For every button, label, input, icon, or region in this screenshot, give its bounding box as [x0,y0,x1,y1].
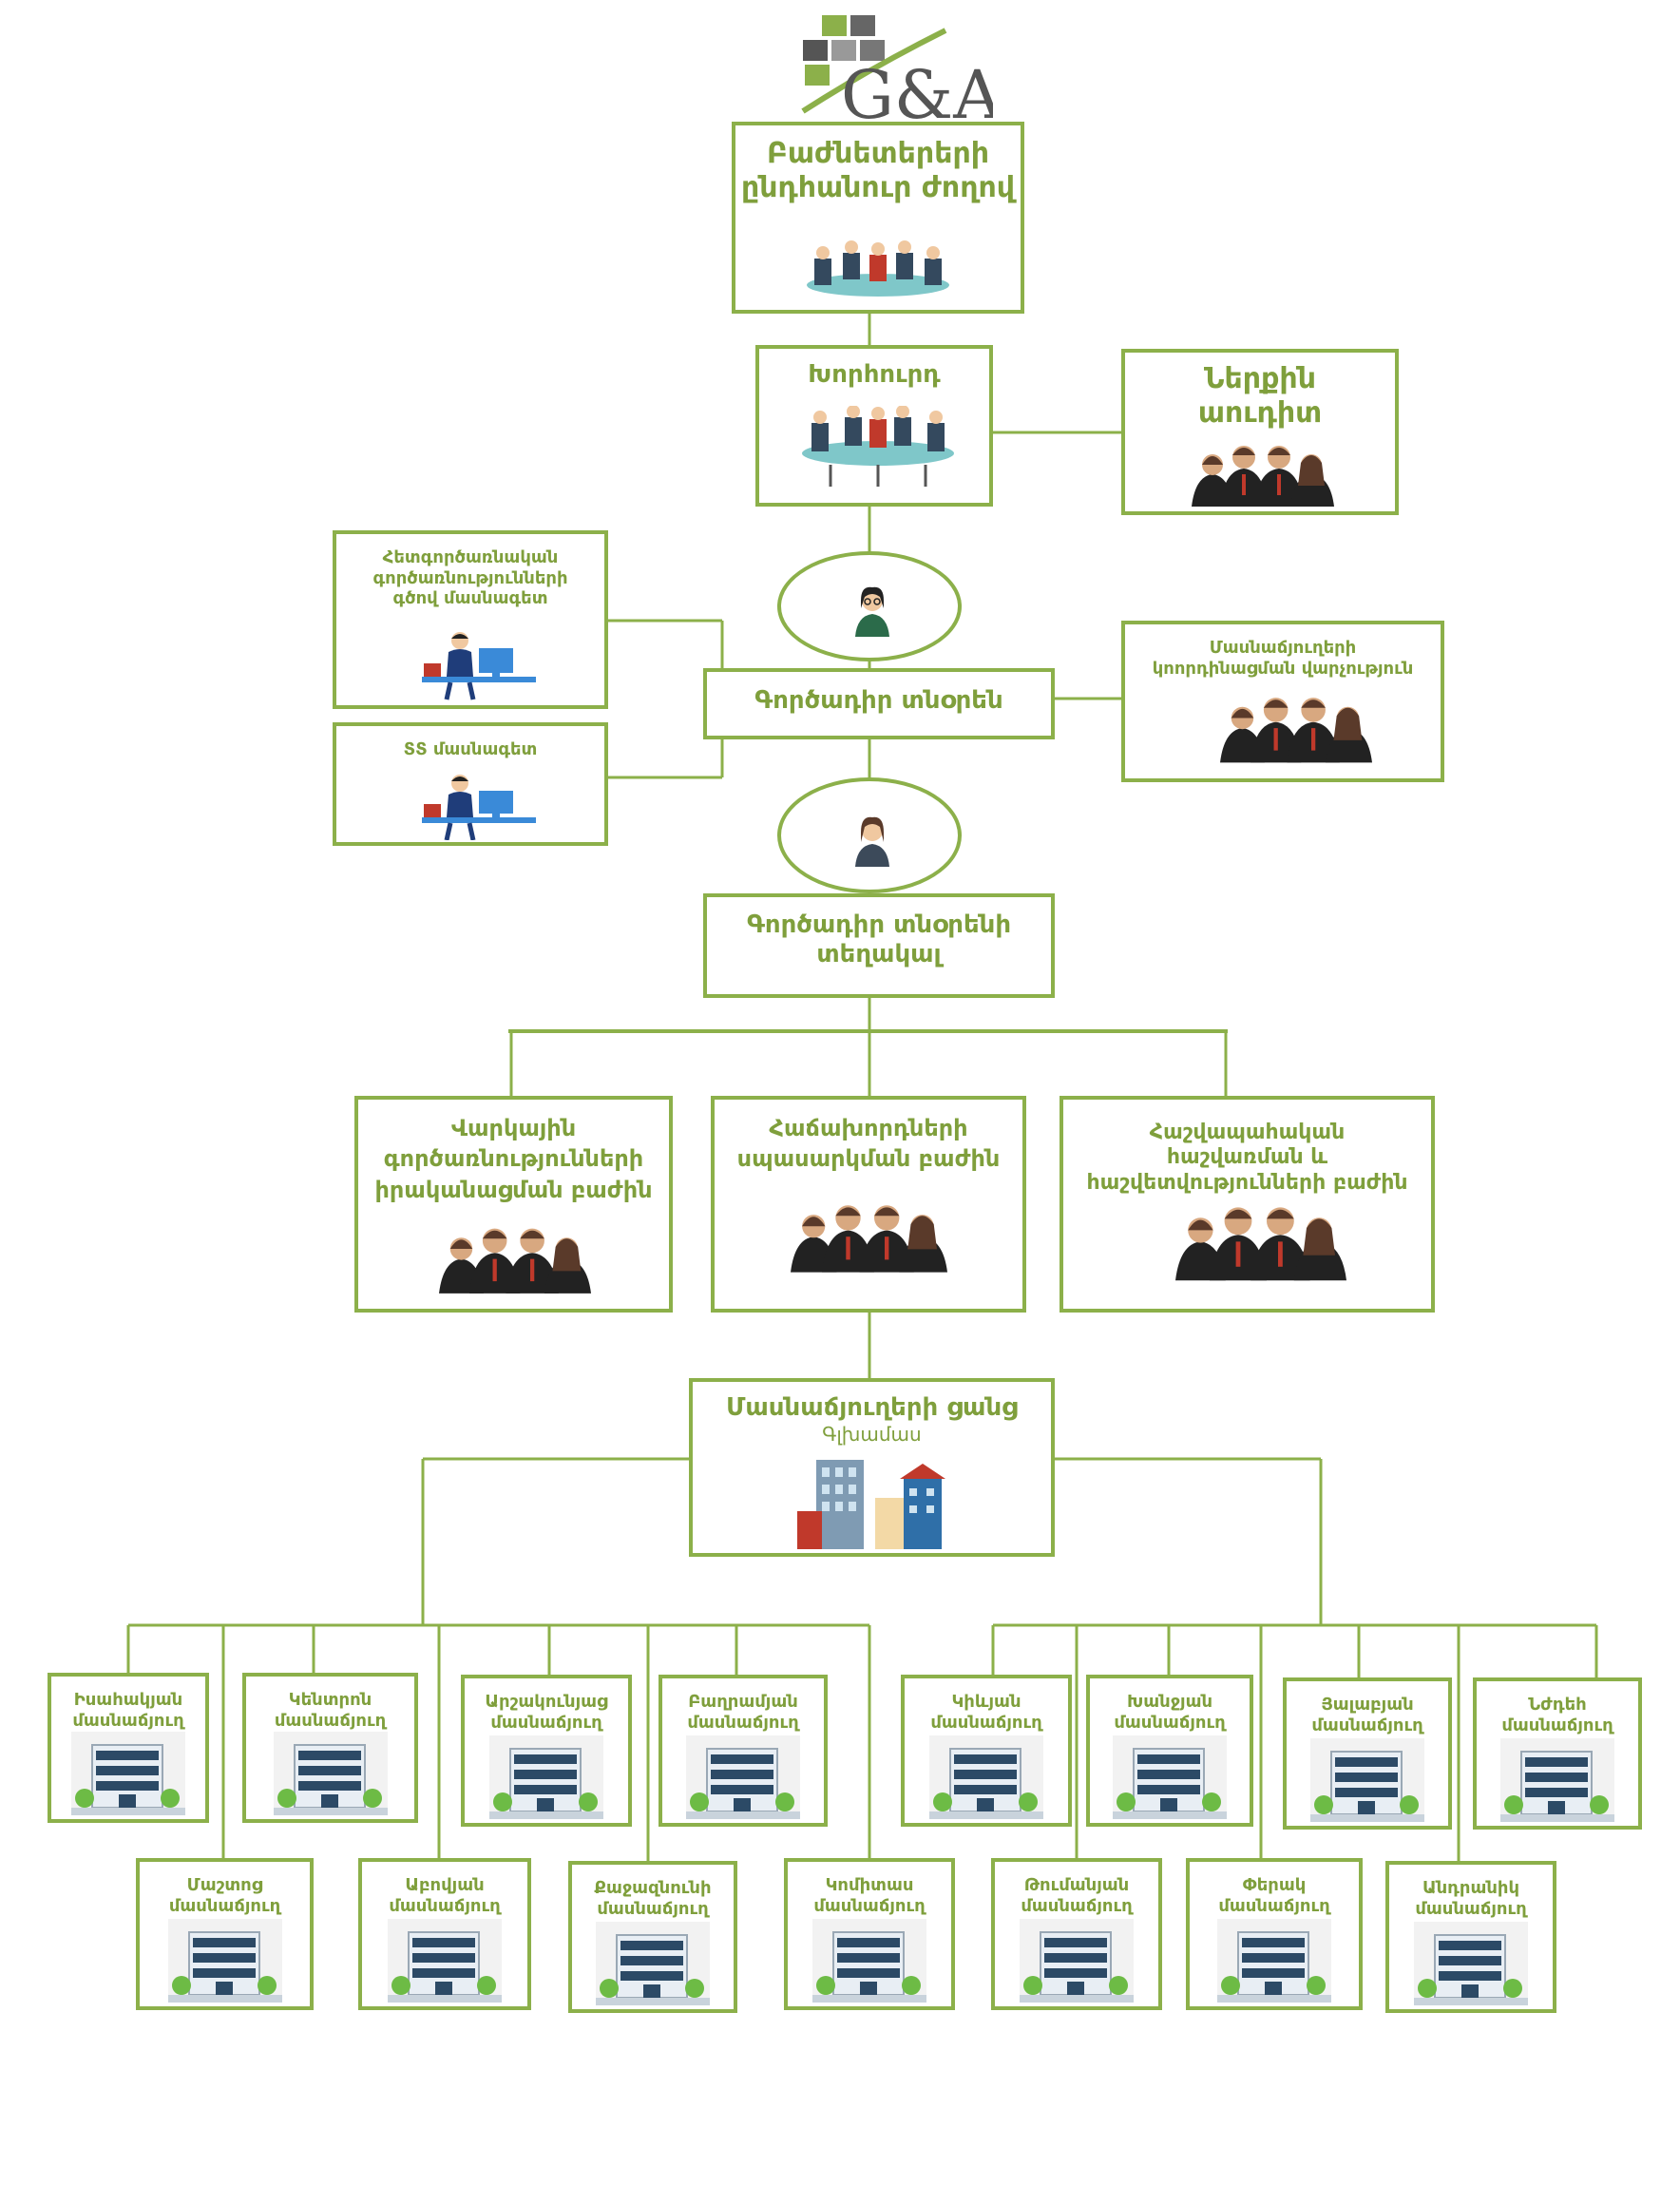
branch-network-subtitle: Գլխամաս [822,1423,922,1447]
postops-specialist-title: Հետգործառնական գործառնությունների գծով մ… [372,547,568,609]
branch-name: Յալաբյան մասնաճյուղ [1311,1695,1423,1735]
coordination-team-icon [1220,698,1372,763]
branch-name: Կոմիտաս մասնաճյուղ [813,1875,926,1916]
people-group-icon [1192,446,1334,507]
branch-building-icon [1414,1922,1528,2005]
branch-building-icon [812,1919,926,2003]
office-worker-icon [422,632,536,700]
row1-branch-box: Կիևյան մասնաճյուղ [901,1675,1072,1827]
customers-department-box: Հաճախորդների սպասարկման բաժին [711,1096,1026,1313]
row1-branch-box: Նժդեհ մասնաճյուղ [1473,1677,1642,1830]
row2-branch-box: Թումանյան մասնաճյուղ [991,1858,1162,2010]
loans-team-icon [439,1228,591,1294]
branch-building-icon [167,1919,282,2003]
board-meeting-icon [802,406,954,487]
branch-building-icon [388,1919,502,2003]
customers-department-title: Հաճախորդների սպասարկման բաժին [736,1115,1001,1173]
internal-audit-title: Ներքին աուդիտ [1197,362,1323,430]
postops-specialist-box: Հետգործառնական գործառնությունների գծով մ… [333,530,608,709]
branch-building-icon [1500,1738,1614,1822]
accounting-department-box: Հաշվապահական հաշվառման և հաշվետվությունն… [1060,1096,1435,1313]
row1-branch-box: Կենտրոն մասնաճյուղ [242,1673,418,1823]
branch-name: Խանջյան մասնաճյուղ [1114,1692,1226,1733]
svg-text:G&A: G&A [841,56,993,125]
female-deputy-icon [855,816,889,867]
branch-name: Արշակունյաց մասնաճյուղ [485,1692,608,1733]
loans-department-title: Վարկային գործառնությունների իրականացման … [374,1115,653,1203]
deputy-ceo-box: Գործադիր տնօրենի տեղակալ [703,893,1055,998]
row1-branch-box: Իսահակյան մասնաճյուղ [48,1673,209,1823]
row1-branch-box: Արշակունյաց մասնաճյուղ [461,1675,632,1827]
ceo-avatar-oval [777,551,962,661]
general-meeting-box: Բաժնետերերի ընդհանուր ժողով [732,122,1024,314]
it-specialist-box: ՏՏ մասնագետ [333,722,608,846]
row2-branch-box: Մաշտոց մասնաճյուղ [136,1858,314,2010]
branch-building-icon [1113,1735,1227,1819]
branch-name: Մաշտոց մասնաճյուղ [168,1875,281,1916]
branch-network-box: Մասնաճյուղերի ցանց Գլխամաս [689,1378,1055,1557]
branch-coordination-title: Մասնաճյուղերի կոորդինացման վարչություն [1152,638,1414,679]
branch-building-icon [929,1735,1043,1819]
company-logo: G&A [784,11,1002,134]
female-manager-icon [855,586,889,637]
branch-name: Իսահակյան մասնաճյուղ [72,1690,184,1731]
ceo-title: Գործադիր տնօրեն [754,686,1003,715]
city-buildings-icon [797,1460,945,1549]
general-meeting-title: Բաժնետերերի ընդհանուր ժողով [740,137,1016,204]
branch-name: Անդրանիկ մասնաճյուղ [1415,1878,1527,1919]
branch-building-icon [273,1732,388,1815]
branch-name: Աբովյան մասնաճյուղ [389,1875,501,1916]
branch-name: Փերակ մասնաճյուղ [1218,1875,1330,1916]
row2-branch-box: Քաջազնունի մասնաճյուղ [568,1861,737,2013]
branch-name: Բաղրամյան մասնաճյուղ [687,1692,799,1733]
row1-branch-box: Բաղրամյան մասնաճյուղ [659,1675,828,1827]
branch-building-icon [1020,1919,1134,2003]
accounting-department-title: Հաշվապահական հաշվառման և հաշվետվությունն… [1086,1121,1408,1195]
customers-team-icon [791,1205,947,1273]
row2-branch-box: Աբովյան մասնաճյուղ [358,1858,531,2010]
ceo-box: Գործադիր տնօրեն [703,668,1055,739]
row2-branch-box: Փերակ մասնաճյուղ [1186,1858,1363,2010]
branch-building-icon [1217,1919,1331,2003]
branch-name: Թումանյան մասնաճյուղ [1021,1875,1133,1916]
row1-branch-box: Խանջյան մասնաճյուղ [1086,1675,1253,1827]
branch-building-icon [489,1735,603,1819]
loans-department-box: Վարկային գործառնությունների իրականացման … [354,1096,673,1313]
branch-building-icon [596,1922,710,2005]
council-box: Խորհուրդ [755,345,993,507]
it-specialist-title: ՏՏ մասնագետ [403,739,538,759]
internal-audit-box: Ներքին աուդիտ [1121,349,1399,515]
branch-coordination-box: Մասնաճյուղերի կոորդինացման վարչություն [1121,621,1444,782]
accounting-team-icon [1175,1207,1346,1281]
branch-building-icon [686,1735,800,1819]
meeting-icon [807,240,949,297]
deputy-avatar-oval [777,777,962,893]
council-title: Խորհուրդ [808,360,941,389]
branch-building-icon [71,1732,185,1815]
logo-icon: G&A [801,15,1002,134]
branch-name: Կիևյան մասնաճյուղ [930,1692,1042,1733]
branch-building-icon [1310,1738,1424,1822]
row1-branch-box: Յալաբյան մասնաճյուղ [1283,1677,1452,1830]
branch-name: Նժդեհ մասնաճյուղ [1501,1695,1613,1735]
it-worker-icon [422,775,536,840]
branch-name: Կենտրոն մասնաճյուղ [274,1690,387,1731]
row2-branch-box: Անդրանիկ մասնաճյուղ [1385,1861,1556,2013]
deputy-ceo-title: Գործադիր տնօրենի տեղակալ [746,910,1012,969]
branch-network-title: Մասնաճյուղերի ցանց [726,1393,1018,1422]
branch-name: Քաջազնունի մասնաճյուղ [594,1878,712,1919]
row2-branch-box: Կոմիտաս մասնաճյուղ [784,1858,955,2010]
